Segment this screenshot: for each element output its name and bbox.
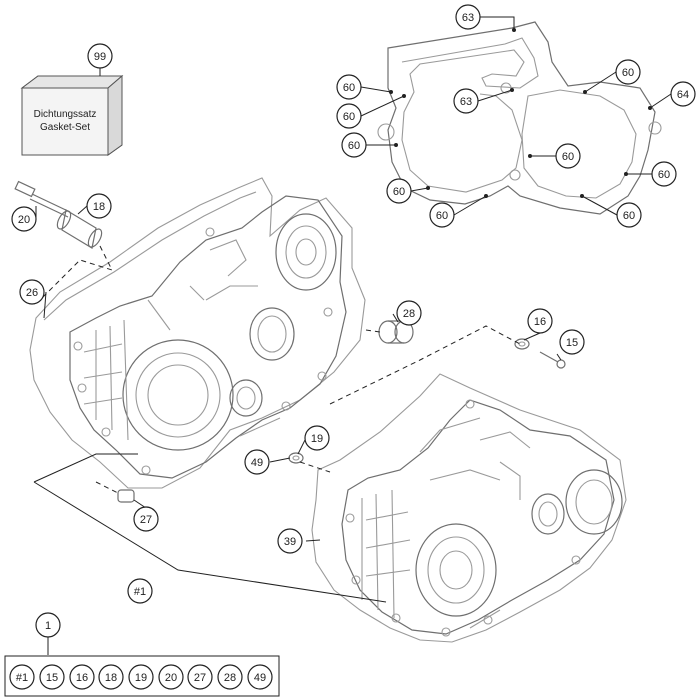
callout-15: 15 xyxy=(559,329,585,355)
callout-49-text: 49 xyxy=(251,457,263,469)
kit-item-7: 27 xyxy=(187,664,213,690)
callout-63-middle-text: 63 xyxy=(460,96,472,108)
callout-60-d: 60 xyxy=(386,178,412,204)
assembly-dashed-lines xyxy=(39,245,521,495)
kit-item-4-text: 18 xyxy=(105,672,117,684)
callout-39: 39 xyxy=(277,528,303,554)
callout-16: 16 xyxy=(527,308,553,334)
callout-99: 99 xyxy=(87,43,113,69)
callout-1: 1 xyxy=(35,612,61,638)
callout-60-b: 60 xyxy=(336,103,362,129)
callout-assembly: #1 xyxy=(127,578,153,604)
callout-63-top-text: 63 xyxy=(462,12,474,24)
callout-28: 28 xyxy=(396,300,422,326)
callout-63-middle: 63 xyxy=(453,88,479,114)
callout-28-text: 28 xyxy=(403,308,415,320)
screw-15-part xyxy=(539,351,566,369)
callout-49: 49 xyxy=(244,449,270,475)
callout-assembly-text: #1 xyxy=(134,586,146,598)
callout-60-c-text: 60 xyxy=(348,140,360,152)
callout-60-h-text: 60 xyxy=(658,169,670,181)
kit-item-2: 15 xyxy=(39,664,65,690)
kit-item-8: 28 xyxy=(217,664,243,690)
callout-27: 27 xyxy=(133,506,159,532)
kit-item-1: #1 xyxy=(9,664,35,690)
callout-60-c: 60 xyxy=(341,132,367,158)
callout-19: 19 xyxy=(304,425,330,451)
callout-63-top: 63 xyxy=(455,4,481,30)
callout-26-text: 26 xyxy=(26,287,38,299)
callout-39-text: 39 xyxy=(284,536,296,548)
callout-60-i: 60 xyxy=(616,202,642,228)
callout-60-g-text: 60 xyxy=(622,67,634,79)
callout-64: 64 xyxy=(670,81,696,107)
kit-item-6: 20 xyxy=(158,664,184,690)
callout-26: 26 xyxy=(19,279,45,305)
kit-item-5: 19 xyxy=(128,664,154,690)
kit-item-7-text: 27 xyxy=(194,672,206,684)
assembly-bracket xyxy=(33,453,387,603)
kit-item-9-text: 49 xyxy=(254,672,266,684)
kit-item-1-text: #1 xyxy=(16,672,28,684)
callout-60-e-text: 60 xyxy=(436,210,448,222)
kit-item-9: 49 xyxy=(247,664,273,690)
callout-60-f-text: 60 xyxy=(562,151,574,163)
kit-item-2-text: 15 xyxy=(46,672,58,684)
callout-15-text: 15 xyxy=(566,337,578,349)
gasket-set-label-de: Dichtungssatz xyxy=(34,109,97,120)
callout-18-text: 18 xyxy=(93,201,105,213)
kit-item-8-text: 28 xyxy=(224,672,236,684)
callout-60-i-text: 60 xyxy=(623,210,635,222)
right-crankcase-half xyxy=(311,373,627,643)
callout-16-text: 16 xyxy=(534,316,546,328)
kit-item-3-text: 16 xyxy=(76,672,88,684)
callout-60-f: 60 xyxy=(555,143,581,169)
callout-99-text: 99 xyxy=(94,51,106,63)
callout-60-g: 60 xyxy=(615,59,641,85)
callout-60-e: 60 xyxy=(429,202,455,228)
callout-60-b-text: 60 xyxy=(343,111,355,123)
gasket-set-label-en: Gasket-Set xyxy=(40,122,90,133)
kit-item-5-text: 19 xyxy=(135,672,147,684)
kit-item-6-text: 20 xyxy=(165,672,177,684)
callout-20: 20 xyxy=(11,206,37,232)
callout-20-text: 20 xyxy=(18,214,30,226)
dowel-19-part xyxy=(288,452,304,464)
callout-19-text: 19 xyxy=(311,433,323,445)
kit-item-3: 16 xyxy=(69,664,95,690)
callout-60-d-text: 60 xyxy=(393,186,405,198)
kit-bracket xyxy=(4,655,280,697)
callout-27-text: 27 xyxy=(140,514,152,526)
callout-60-a-text: 60 xyxy=(343,82,355,94)
callout-64-text: 64 xyxy=(677,89,689,101)
callout-18: 18 xyxy=(86,193,112,219)
gasket-set-box: Dichtungssatz Gasket-Set xyxy=(20,74,124,156)
washer-16-part xyxy=(514,338,530,350)
kit-item-4: 18 xyxy=(98,664,124,690)
sleeve-18-part xyxy=(56,209,103,249)
dowel-27-part xyxy=(117,489,135,503)
engine-case-gasket xyxy=(377,21,662,215)
callout-1-text: 1 xyxy=(45,620,51,632)
callout-60-h: 60 xyxy=(651,161,677,187)
left-crankcase-half xyxy=(29,177,366,489)
callout-60-a: 60 xyxy=(336,74,362,100)
